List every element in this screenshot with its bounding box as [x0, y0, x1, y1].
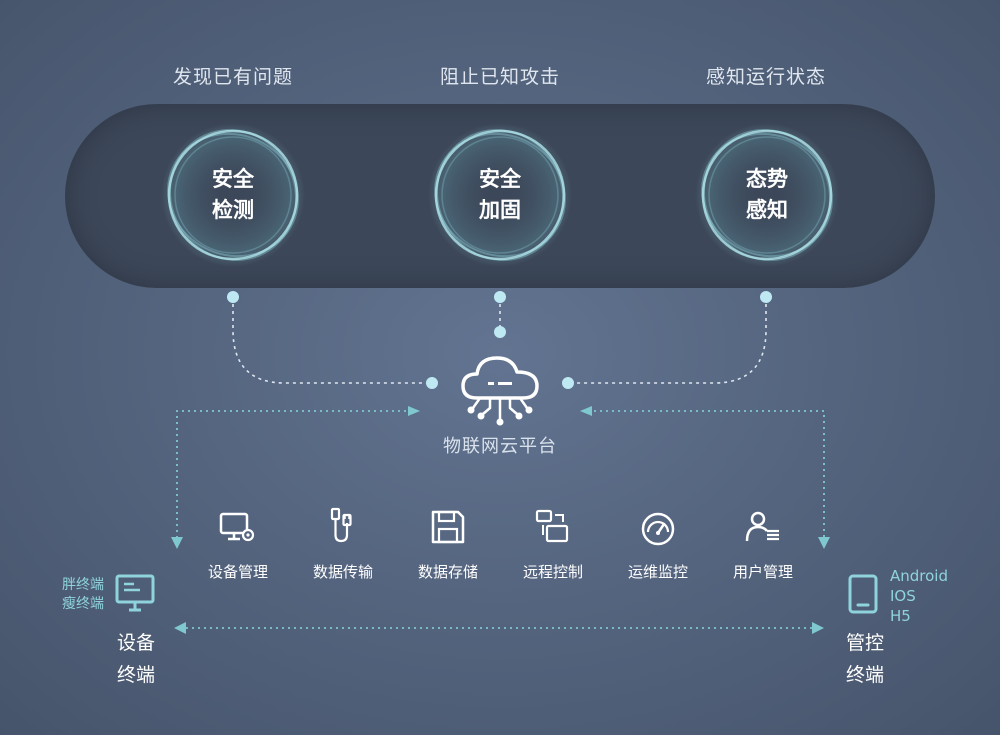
module-title-line2: 感知: [746, 198, 788, 222]
label-sense-state: 感知运行状态: [705, 66, 826, 88]
module-title-line2: 检测: [212, 198, 254, 222]
glow-ring-icon: [428, 123, 572, 267]
floppy-disk-icon: [431, 510, 465, 544]
platform-list: Android IOS H5: [890, 566, 948, 626]
link-cloud-device: [176, 410, 418, 545]
module-title-line2: 加固: [479, 198, 521, 222]
feature-remote-control: 远程控制: [503, 505, 603, 582]
link-cloud-control: [582, 410, 825, 545]
platform-item: Android: [890, 567, 948, 585]
connector-right: [569, 297, 767, 384]
label-block-attacks: 阻止已知攻击: [439, 66, 560, 88]
module-situation-awareness: 态势 感知: [692, 120, 842, 270]
node-dot: [760, 291, 772, 303]
glow-ring-icon: [161, 123, 305, 267]
node-dot: [562, 377, 574, 389]
feature-device-management: 设备管理: [188, 505, 288, 582]
cloud-platform-label: 物联网云平台: [443, 436, 557, 457]
feature-label: 数据传输: [312, 563, 373, 581]
module-security-detection: 安全 检测: [158, 120, 308, 270]
module-title-line1: 态势: [746, 167, 788, 191]
desktop-monitor-icon: [115, 574, 155, 612]
feature-user-management: 用户管理: [713, 505, 813, 582]
device-terminal-line2: 终端: [116, 664, 155, 686]
feature-ops-monitoring: 运维监控: [608, 505, 708, 582]
cloud-network-icon: [461, 356, 539, 426]
platform-item: IOS: [890, 587, 916, 605]
feature-label: 设备管理: [207, 563, 268, 581]
device-type-item: 瘦终端: [62, 596, 104, 612]
feature-label: 运维监控: [627, 563, 688, 581]
module-title-line1: 安全: [479, 167, 521, 191]
feature-label: 用户管理: [732, 563, 793, 581]
module-security-hardening: 安全 加固: [425, 120, 575, 270]
feature-data-transfer: 数据传输: [293, 505, 393, 582]
control-terminal-line1: 管控: [845, 632, 884, 654]
device-terminal-line1: 设备: [116, 632, 155, 654]
remote-screens-icon: [535, 509, 569, 543]
node-dot: [494, 326, 506, 338]
device-terminal-title: 设备 终端: [106, 627, 166, 691]
node-dot: [494, 291, 506, 303]
device-types: 胖终端 瘦终端: [46, 576, 104, 614]
usb-cable-icon: [330, 507, 352, 543]
glow-ring-icon: [695, 123, 839, 267]
gauge-icon: [641, 512, 675, 546]
feature-data-storage: 数据存储: [398, 505, 498, 582]
node-dot: [426, 377, 438, 389]
platform-item: H5: [890, 607, 911, 625]
tablet-icon: [848, 574, 878, 614]
feature-label: 远程控制: [522, 563, 583, 581]
connector-left: [232, 297, 430, 384]
control-terminal-line2: 终端: [845, 664, 884, 686]
label-find-issues: 发现已有问题: [172, 66, 293, 88]
node-dot: [227, 291, 239, 303]
monitor-gear-icon: [219, 512, 255, 542]
device-type-item: 胖终端: [62, 577, 104, 593]
control-terminal-title: 管控 终端: [835, 627, 895, 691]
feature-label: 数据存储: [417, 563, 478, 581]
module-title-line1: 安全: [212, 167, 254, 191]
user-list-icon: [745, 511, 779, 542]
